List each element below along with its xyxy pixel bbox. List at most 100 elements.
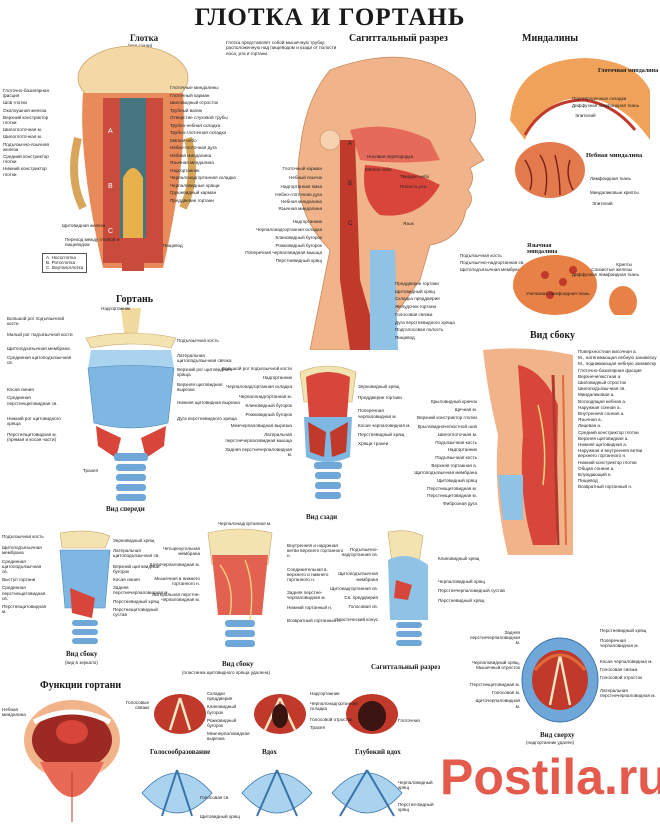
- label: Соединительная в. верхнего и нижнего гор…: [287, 566, 329, 583]
- glottis-view-3: [346, 694, 398, 734]
- label: Черпалонадгортанная м.: [238, 393, 292, 399]
- label: Щитоподъязычная мембрана: [414, 470, 477, 476]
- label: Пищевод: [578, 478, 598, 484]
- label: Клиновидный бугорок: [245, 402, 292, 408]
- label: Задняя перстнечерпаловидная м.: [225, 446, 292, 458]
- label: Крыловидный крючок: [430, 399, 477, 404]
- label: Перегородочные складки: [572, 96, 627, 101]
- posterior-pharynx-illustration: A B C: [70, 45, 196, 271]
- label: Фиброзная дуга: [443, 501, 477, 507]
- label: Зерновидный хрящ: [358, 384, 400, 389]
- top-view-subcaption: (надгортанник удален): [526, 740, 575, 745]
- label: Голосовая м.: [492, 690, 520, 696]
- sagittal-small-illustration: [387, 530, 428, 646]
- label: Перстнещитовидная м.: [470, 682, 520, 688]
- label: Подъязычная кость: [177, 338, 219, 343]
- label: Надгортанная ямка: [280, 184, 322, 190]
- label: Щитоподъязычная мембрана: [2, 545, 42, 556]
- label: Межчерпаловидная вырезка: [230, 423, 292, 429]
- label: Черпалонадгортанная м.: [218, 521, 272, 526]
- sagittal-labels-right: Подъязычная кость Подъязычно-надгортанна…: [460, 253, 540, 276]
- label: Черпаловидные хрящи: [170, 182, 220, 188]
- label: Шилоподъязычная св.: [578, 386, 626, 392]
- label: Надгортанник: [310, 691, 340, 696]
- label: Внутренняя сонная а.: [578, 411, 625, 417]
- label: Надгортанник: [447, 447, 477, 453]
- label: Мягкое небо: [170, 137, 197, 143]
- label: Черпалонадгортанная складка: [170, 175, 236, 180]
- label: Малый рог подъязычной кости: [7, 332, 73, 338]
- label: Подъязычно-надгортанная св.: [341, 547, 378, 558]
- label: Подъязычно-язычная железа: [3, 141, 49, 152]
- side-open-labels-right: Внутренняя и наружная ветви верхнего гор…: [287, 543, 345, 623]
- label: Пищевод: [163, 243, 183, 248]
- label: Лимфоидная ткань: [590, 176, 631, 181]
- label: Перстнечерпаловидный сустав: [438, 588, 505, 594]
- sagittal-heading: Сагиттальный разрез: [349, 33, 448, 44]
- svg-text:B: B: [348, 181, 352, 187]
- label: М., поднимающая небную занавеску: [578, 361, 657, 367]
- label: Перстневидный хрящ: [113, 598, 160, 604]
- glottis-view-1: [154, 694, 206, 734]
- posterior-labels-right: Глоточные миндалины Глоточный карман Шил…: [170, 85, 260, 205]
- label: Полость рта: [400, 184, 427, 189]
- label: Косая черпаловидная м.: [600, 658, 653, 664]
- label: Язычная миндалина: [170, 160, 214, 165]
- phonation-caption: Голосообразование: [150, 748, 211, 756]
- label: Срединная перстнещитовидная св.: [7, 395, 58, 406]
- label: Крыловидночелюстной шов: [417, 423, 477, 429]
- label: Шиловидный отросток: [578, 380, 627, 386]
- tonsil-lingual-labels: Крипты Слизистые железы Диффузная лимфои…: [572, 262, 639, 278]
- label: Латеральная щитоподъязычная связка: [177, 353, 232, 364]
- svg-text:A: A: [348, 141, 352, 147]
- side-open-subcaption: (пластинка щитовидного хряща удалена): [182, 670, 270, 675]
- label: Нижний констриктор глотки: [3, 166, 47, 177]
- label: Поверхностная височная а.: [578, 349, 637, 354]
- side-open-labels-left: Четырехугольная мембрана Щиточерпаловидн…: [148, 546, 200, 602]
- top-view-illustration: [521, 637, 599, 723]
- posterior-labels-left: Глоточно-базилярная фасция Шов глотки Ок…: [3, 88, 61, 187]
- label: Пищевод: [395, 335, 415, 341]
- label: Четырехугольная мембрана: [162, 546, 200, 557]
- label: Небный язычок: [289, 175, 322, 181]
- label: Щитоподъязычная мембрана: [338, 571, 378, 582]
- top-view-caption: Вид сверху: [540, 731, 575, 739]
- label: Поперечная черпаловидная м.: [600, 638, 639, 649]
- label: Мышечная в нижнего гортанного н.: [154, 575, 200, 586]
- label: Задняя перстнечерпаловидная м.: [470, 630, 521, 646]
- label: Задняя перстнечерпаловидная м.: [113, 585, 169, 596]
- label: М., натягивающая небную занавеску: [578, 355, 657, 361]
- label: Миндаликовые крипты: [590, 190, 639, 195]
- glottis-labels-mid: Складки преддверия Клиновидный бугорок Р…: [207, 691, 251, 742]
- label: Латеральная щитоподъязычная св.: [113, 548, 160, 559]
- label: Преддверие гортани: [358, 395, 402, 401]
- sagittal-labels-right-lower: Преддверие гортани Щитовидный хрящ Склад…: [395, 281, 485, 341]
- mouth-illustration: [24, 700, 120, 822]
- larynx-heading: Гортань: [116, 294, 153, 305]
- label: Околоушная железа: [3, 107, 47, 113]
- label: Перстнещитовидная м. (прямая и косая час…: [7, 432, 57, 443]
- label: Глоточная: [398, 718, 420, 723]
- lateral-view-labels-left: Крыловидный крючок Щечная м. Верхний кон…: [397, 399, 477, 506]
- posterior-subheading: (вид сзади): [128, 43, 153, 48]
- label: Глоточный карман: [282, 166, 322, 171]
- label: Складка преддверия: [395, 296, 440, 302]
- label: Рожковидный бугорок: [207, 717, 237, 729]
- svg-text:A: A: [108, 128, 113, 135]
- larynx-back-illustration: [299, 365, 357, 499]
- glottis-view-2: [254, 694, 306, 734]
- label: Косая линия: [113, 577, 140, 583]
- label: Верхнечелюстная а.: [578, 373, 622, 379]
- label: Отверстие слуховой трубы: [170, 115, 228, 120]
- label: Надгортанник: [101, 306, 131, 311]
- label: Верхняя щитовидная вырезка: [177, 382, 223, 393]
- label: Рожковидный бугорок: [275, 242, 323, 248]
- label: Черпаловидный хрящ, Мышечный отросток: [471, 659, 520, 670]
- lateral-view-heading: Вид сбоку: [530, 330, 576, 341]
- label: Клиновидный бугорок: [275, 234, 322, 240]
- label: Язычная миндалина: [278, 206, 322, 212]
- label: Щитовидный хрящ: [200, 814, 240, 819]
- label: Эпителий: [575, 113, 596, 118]
- svg-text:C: C: [108, 228, 113, 235]
- larynx-back-labels-right: Зерновидный хрящ Преддверие гортани Попе…: [358, 384, 416, 446]
